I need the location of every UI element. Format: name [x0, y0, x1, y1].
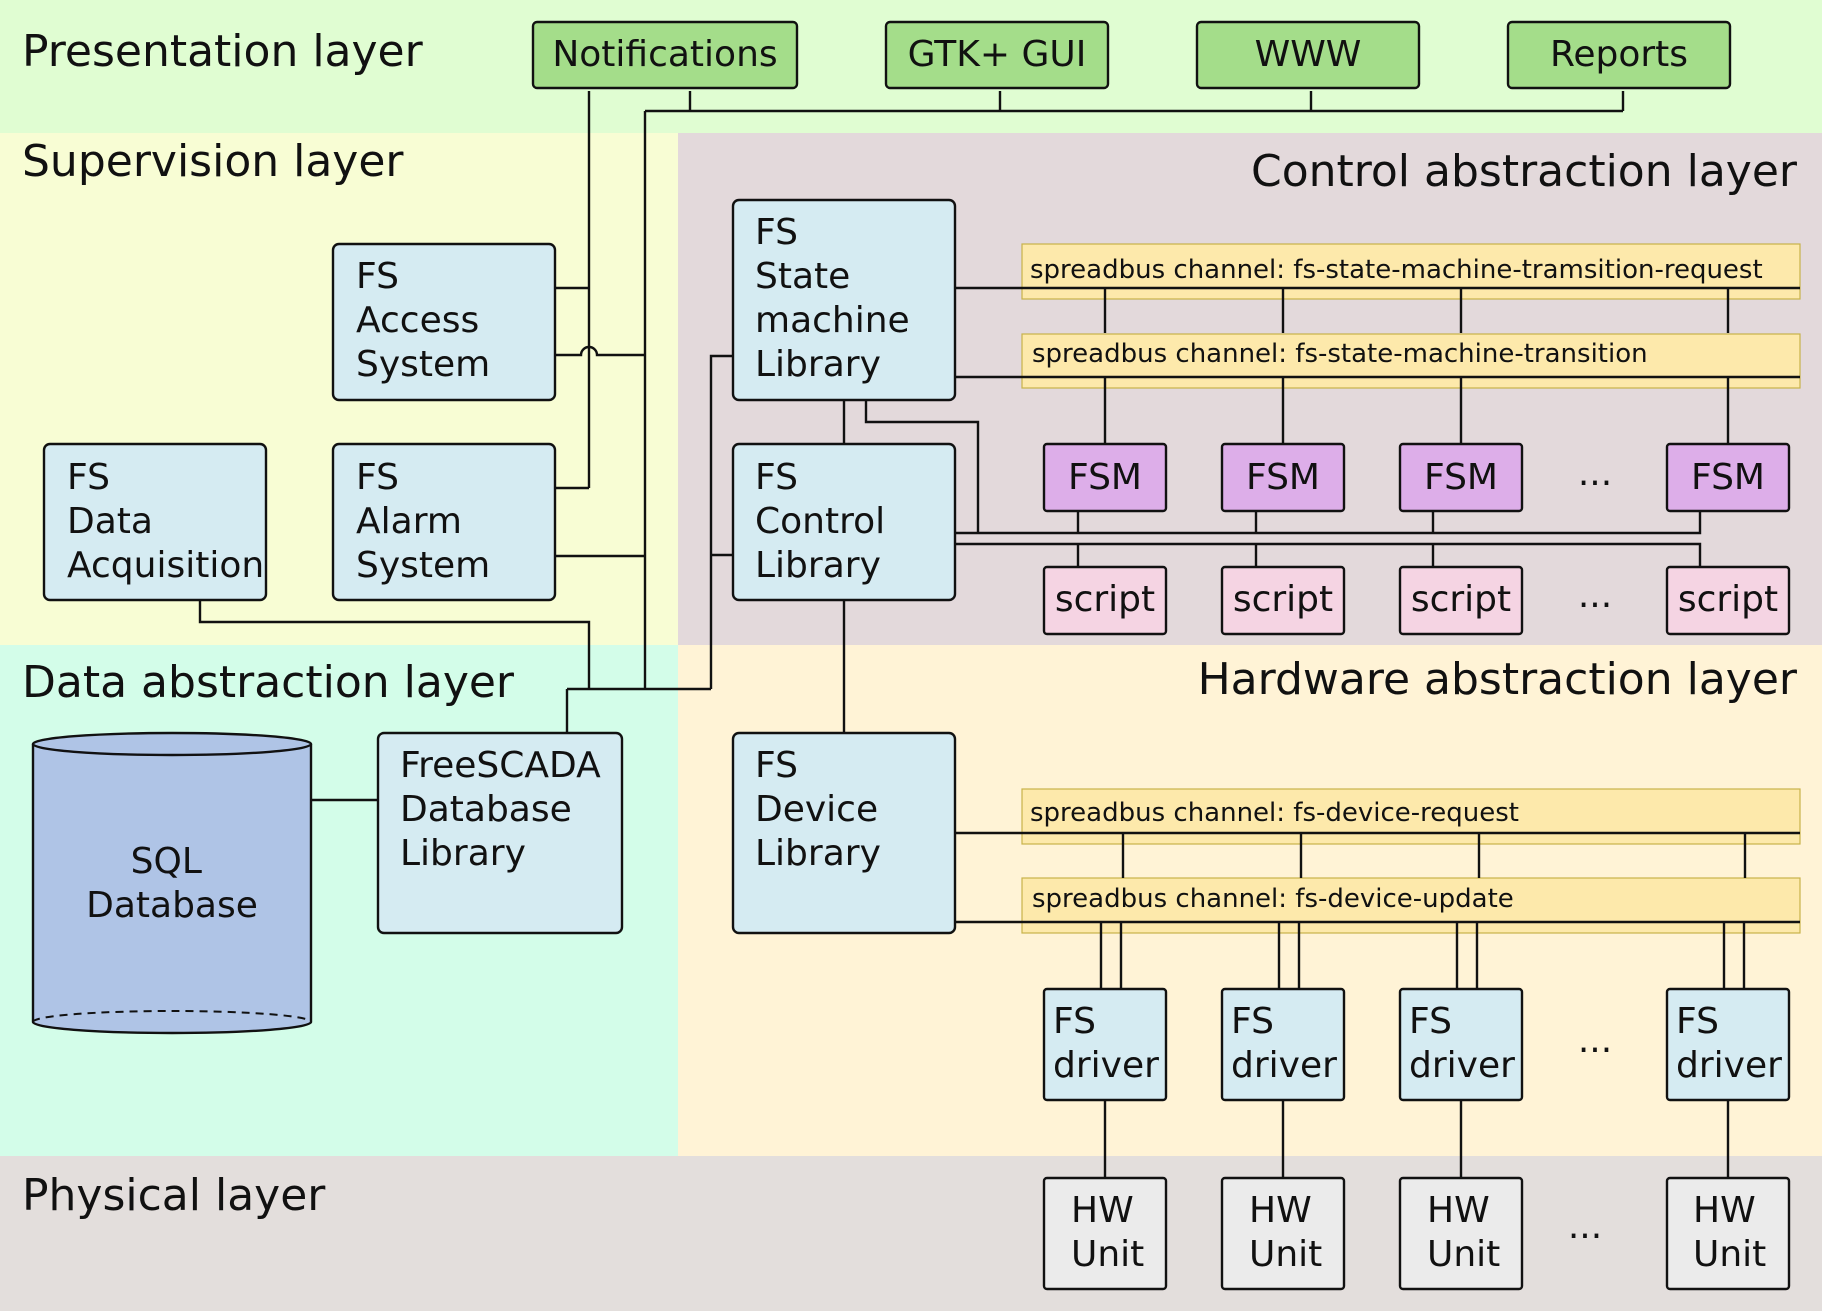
fs-state-machine-library-label: FS State machine Library	[755, 212, 921, 385]
channel-state-machine-transition	[1021, 333, 1801, 389]
script-ellipsis: ...	[1578, 575, 1612, 616]
fsm-box	[1398, 442, 1524, 513]
fs-state-machine-library-box	[731, 198, 957, 402]
fsm-label: FSM	[1691, 457, 1765, 498]
fs-driver-box	[1042, 987, 1168, 1102]
freescada-database-library-box	[376, 731, 624, 935]
fs-driver-box	[1220, 987, 1346, 1102]
script-label: script	[1233, 579, 1333, 620]
supervision-layer-title: Supervision layer	[22, 136, 404, 187]
script-box	[1220, 565, 1346, 636]
script-box	[1665, 565, 1791, 636]
script-box	[1398, 565, 1524, 636]
hardware-abstraction-layer-title: Hardware abstraction layer	[1198, 654, 1798, 705]
fs-driver-label: FS driver	[1053, 1001, 1159, 1086]
fs-control-library-label: FS Control Library	[755, 457, 897, 586]
fs-alarm-system-box	[331, 442, 557, 602]
hw-unit-ellipsis: ...	[1568, 1206, 1602, 1247]
fs-data-acquisition-box	[42, 442, 268, 602]
hw-unit-box	[1398, 1176, 1524, 1291]
channel-state-machine-transition-label: spreadbus channel: fs-state-machine-tran…	[1032, 339, 1648, 369]
fs-alarm-system-label: FS Alarm System	[356, 457, 490, 586]
sql-database-label: SQL Database	[86, 841, 258, 926]
fs-data-acquisition-label: FS Data Acquisition	[67, 457, 264, 586]
data-abstraction-layer-title: Data abstraction layer	[22, 657, 515, 708]
channel-state-machine-transition-request	[1021, 243, 1801, 300]
freescada-database-library-label: FreeSCADA Database Library	[400, 745, 612, 874]
fsm-box	[1220, 442, 1346, 513]
physical-layer-title: Physical layer	[22, 1170, 326, 1221]
fsm-label: FSM	[1068, 457, 1142, 498]
fsm-box	[1665, 442, 1791, 513]
reports-label: Reports	[1550, 34, 1688, 75]
script-label: script	[1411, 579, 1511, 620]
fs-access-system-label: FS Access System	[356, 256, 491, 385]
script-label: script	[1678, 579, 1778, 620]
hw-unit-label: HW Unit	[1427, 1190, 1501, 1275]
notifications-label: Notifications	[552, 34, 777, 75]
gtk-gui-label: GTK+ GUI	[908, 34, 1087, 75]
channel-device-update	[1021, 877, 1801, 934]
channel-state-machine-transition-request-label: spreadbus channel: fs-state-machine-tram…	[1030, 255, 1763, 285]
fs-control-library-box	[731, 442, 957, 602]
fsm-box	[1042, 442, 1168, 513]
fs-driver-label: FS driver	[1231, 1001, 1337, 1086]
fs-driver-box	[1665, 987, 1791, 1102]
channel-device-request-label: spreadbus channel: fs-device-request	[1030, 798, 1519, 828]
presentation-layer-title: Presentation layer	[22, 26, 424, 77]
fs-driver-box	[1398, 987, 1524, 1102]
fs-driver-label: FS driver	[1409, 1001, 1515, 1086]
fsm-label: FSM	[1246, 457, 1320, 498]
fsm-ellipsis: ...	[1578, 453, 1612, 494]
hw-unit-box	[1042, 1176, 1168, 1291]
hw-unit-label: HW Unit	[1693, 1190, 1767, 1275]
hw-unit-box	[1220, 1176, 1346, 1291]
notifications-box	[531, 20, 799, 90]
script-box	[1042, 565, 1168, 636]
www-label: WWW	[1255, 34, 1362, 75]
fs-driver-label: FS driver	[1676, 1001, 1782, 1086]
hw-unit-label: HW Unit	[1249, 1190, 1323, 1275]
script-label: script	[1055, 579, 1155, 620]
hw-unit-box	[1665, 1176, 1791, 1291]
fs-access-system-box	[331, 242, 557, 402]
fsm-label: FSM	[1424, 457, 1498, 498]
sql-database-cylinder	[31, 731, 313, 1035]
driver-ellipsis: ...	[1578, 1020, 1612, 1061]
channel-device-request	[1021, 788, 1801, 845]
connection-lines	[198, 91, 1800, 1178]
reports-box	[1506, 20, 1732, 90]
fs-device-library-box	[731, 731, 957, 935]
www-box	[1195, 20, 1421, 90]
hw-unit-label: HW Unit	[1071, 1190, 1145, 1275]
control-abstraction-layer-title: Control abstraction layer	[1251, 146, 1798, 197]
fs-device-library-label: FS Device Library	[755, 745, 890, 874]
gtk-gui-box	[884, 20, 1110, 90]
channel-device-update-label: spreadbus channel: fs-device-update	[1032, 884, 1514, 914]
